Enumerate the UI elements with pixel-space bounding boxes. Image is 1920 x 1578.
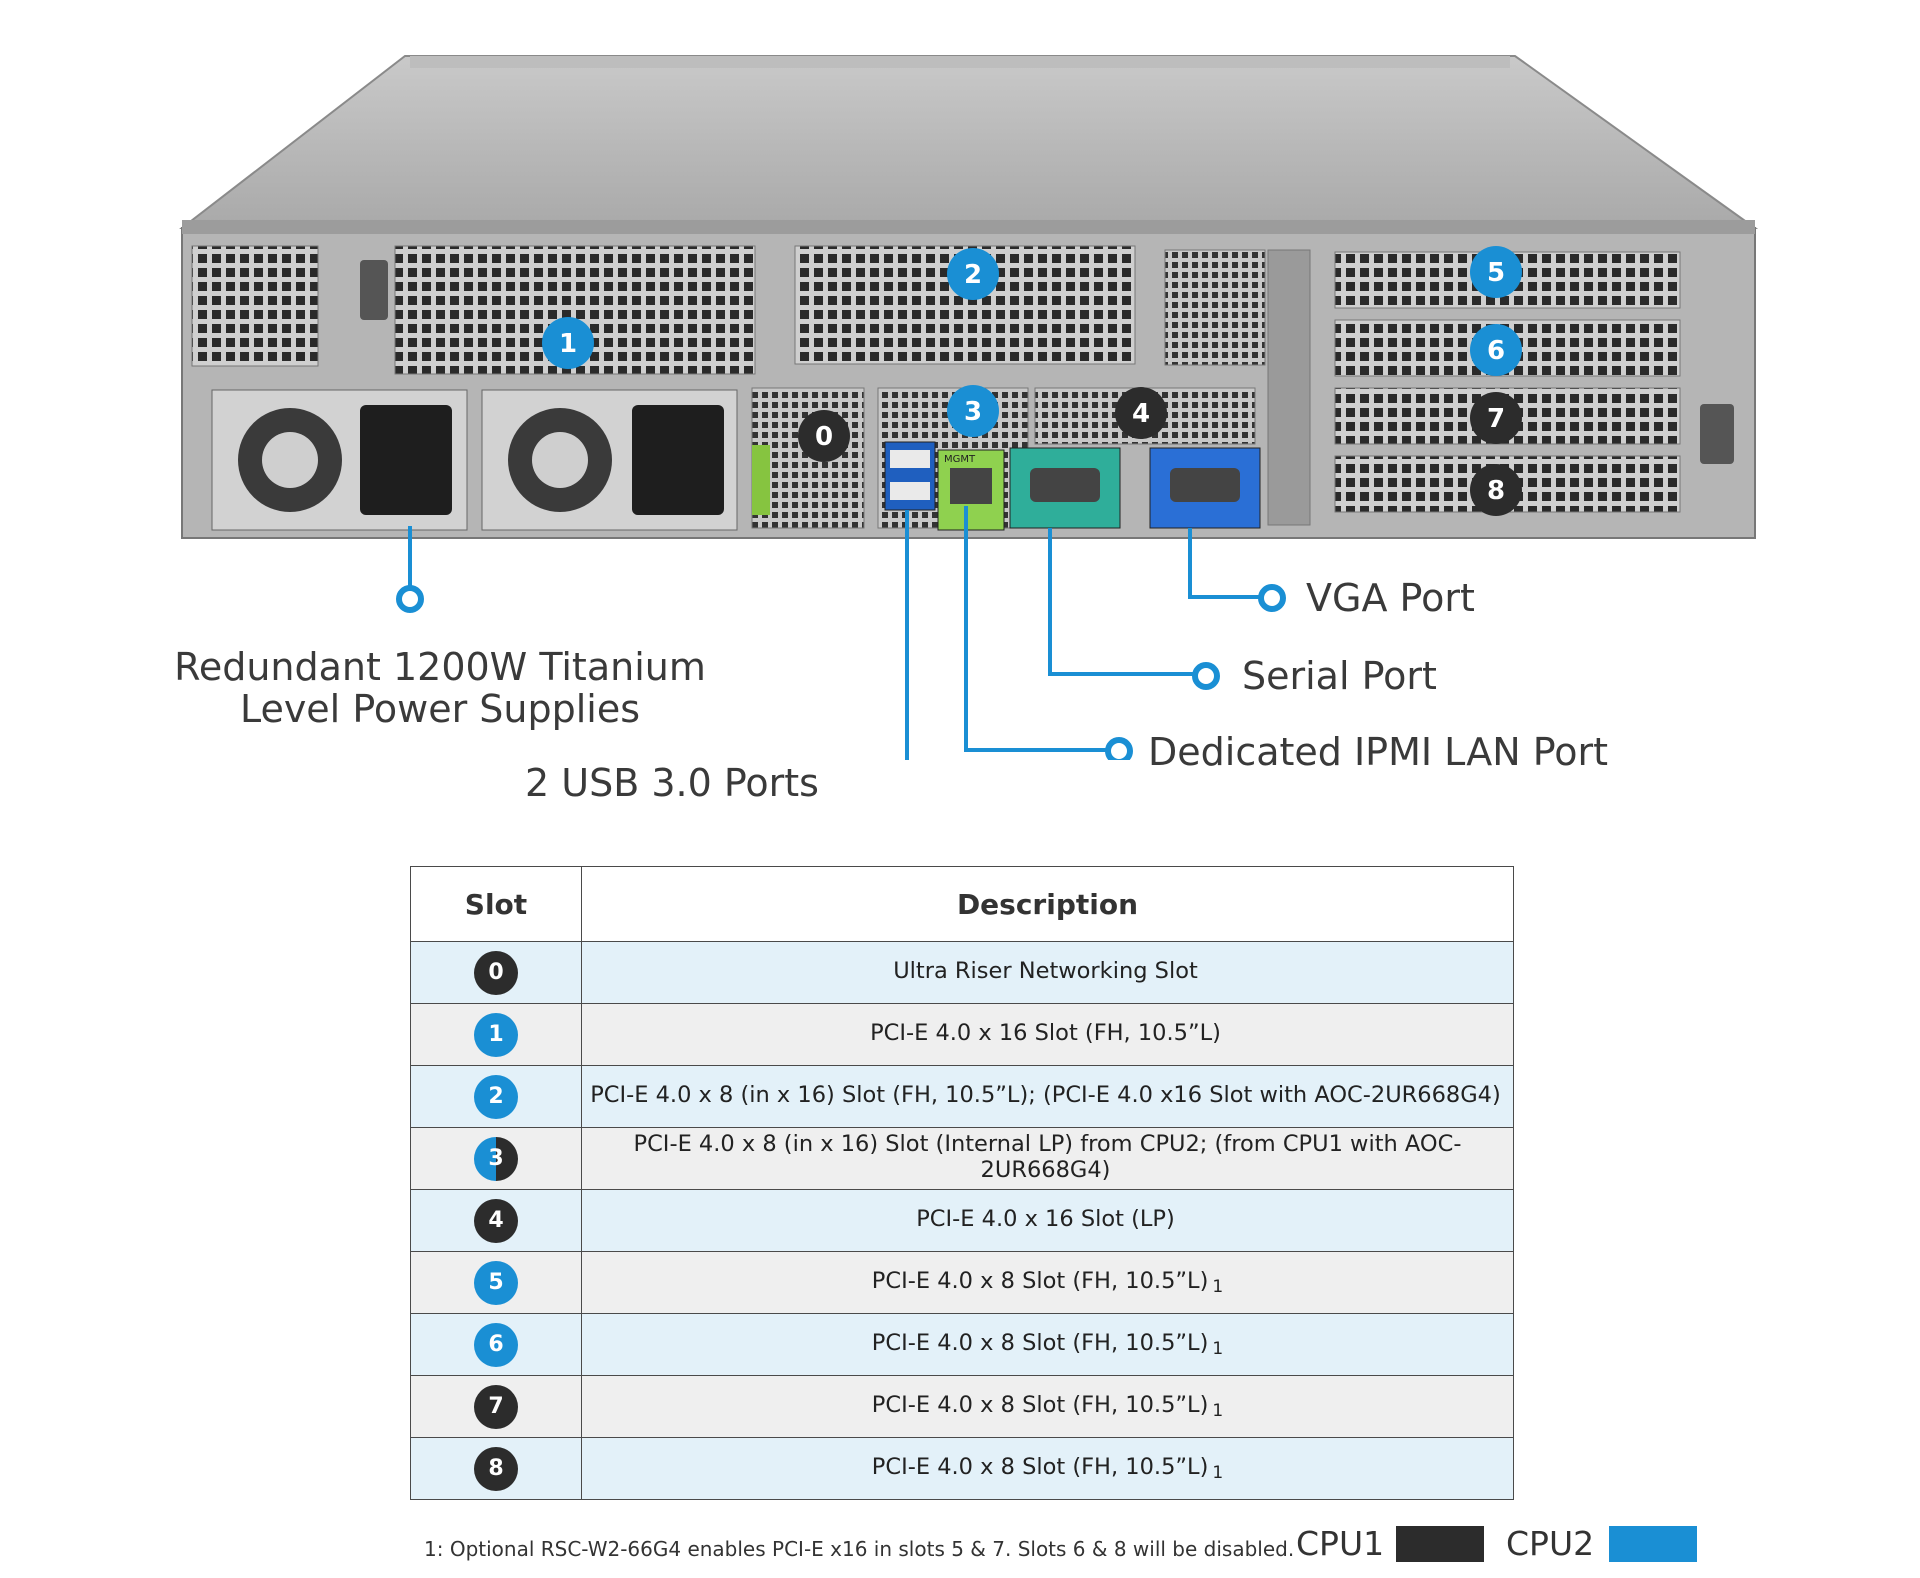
table-row: 7 PCI-E 4.0 x 8 Slot (FH, 10.5”L)1 [410,1375,1514,1438]
description-cell: PCI-E 4.0 x 8 Slot (FH, 10.5”L)1 [581,1375,1514,1438]
footnote-marker: 1 [1212,1463,1224,1483]
slot-cell: 0 [410,941,582,1004]
footnote-marker: 1 [1212,1401,1224,1421]
chassis-slot-marker [1470,464,1522,516]
chassis-slot-marker [542,317,594,369]
slot-cell: 6 [410,1313,582,1376]
chassis-slot-marker-label: 2 [964,260,982,290]
slot-description: PCI-E 4.0 x 8 Slot (FH, 10.5”L) [871,1392,1209,1418]
description-cell: PCI-E 4.0 x 8 (in x 16) Slot (FH, 10.5”L… [581,1065,1514,1128]
chassis-slot-marker [1115,387,1167,439]
slot-cell: 4 [410,1189,582,1252]
description-cell: PCI-E 4.0 x 8 Slot (FH, 10.5”L)1 [581,1437,1514,1500]
slot-badge: 7 [474,1384,518,1429]
chassis-top-cover [179,55,1759,229]
psu-callout-dot [396,585,424,613]
chassis-slot-marker [1470,392,1522,444]
slot-description: Ultra Riser Networking Slot [893,958,1198,984]
server-rear-illustration: MGMT 1 2 3 0 4 5 6 7 8 [179,55,1759,760]
footnote-marker: 1 [1212,1277,1224,1297]
slot-badge: 3 [474,1136,518,1181]
description-cell: PCI-E 4.0 x 16 Slot (LP) [581,1189,1514,1252]
slot-cell: 8 [410,1437,582,1500]
chassis-slot-marker [798,410,850,462]
description-cell: PCI-E 4.0 x 8 (in x 16) Slot (Internal L… [581,1127,1514,1190]
legend-cpu1-swatch [1396,1526,1484,1562]
table-row: 2 PCI-E 4.0 x 8 (in x 16) Slot (FH, 10.5”… [410,1065,1514,1128]
slot-description: PCI-E 4.0 x 8 (in x 16) Slot (FH, 10.5”L… [590,1082,1501,1108]
slot-cell: 2 [410,1065,582,1128]
slot-description: PCI-E 4.0 x 8 Slot (FH, 10.5”L) [871,1330,1209,1356]
chassis-slot-marker-label: 0 [815,422,833,452]
chassis-slot-marker-label: 3 [964,397,982,427]
slot-badge: 4 [474,1198,518,1243]
vga-callout-dot [1258,584,1286,612]
serial-callout-dot [1192,662,1220,690]
table-row: 4 PCI-E 4.0 x 16 Slot (LP) [410,1189,1514,1252]
table-row: 5 PCI-E 4.0 x 8 Slot (FH, 10.5”L)1 [410,1251,1514,1314]
psu-callout-label: Redundant 1200W Titanium Level Power Sup… [174,645,706,731]
chassis-slot-marker-label: 7 [1487,404,1505,434]
slot-cell: 5 [410,1251,582,1314]
chassis-slot-marker [1470,246,1522,298]
slot-description: PCI-E 4.0 x 16 Slot (FH, 10.5”L) [870,1020,1221,1046]
slot-cell: 3 [410,1127,582,1190]
slot-badge: 2 [474,1074,518,1119]
table-row: 1 PCI-E 4.0 x 16 Slot (FH, 10.5”L) [410,1003,1514,1066]
slot-description: PCI-E 4.0 x 8 (in x 16) Slot (Internal L… [633,1131,1462,1183]
slot-description: PCI-E 4.0 x 8 Slot (FH, 10.5”L) [871,1454,1209,1480]
description-cell: PCI-E 4.0 x 8 Slot (FH, 10.5”L)1 [581,1313,1514,1376]
legend-cpu1-label: CPU1 [1296,1524,1385,1563]
svg-text:MGMT: MGMT [944,454,976,465]
chassis-slot-marker [1470,324,1522,376]
description-column-header: Description [581,866,1514,942]
legend-cpu2-swatch [1609,1526,1697,1562]
description-cell: PCI-E 4.0 x 8 Slot (FH, 10.5”L)1 [581,1251,1514,1314]
slot-description-table: Slot Description 0 Ultra Riser Networking… [410,866,1514,1500]
footnote-marker: 1 [1212,1339,1224,1359]
slot-badge: 5 [474,1260,518,1305]
description-cell: Ultra Riser Networking Slot [581,941,1514,1004]
table-row: 0 Ultra Riser Networking Slot [410,941,1514,1004]
chassis-slot-marker-label: 4 [1132,399,1150,429]
slot-cell: 7 [410,1375,582,1438]
slot-description: PCI-E 4.0 x 16 Slot (LP) [916,1206,1175,1232]
serial-callout-label: Serial Port [1242,654,1437,698]
table-row: 8 PCI-E 4.0 x 8 Slot (FH, 10.5”L)1 [410,1437,1514,1500]
vga-callout-label: VGA Port [1306,576,1475,620]
slot-description: PCI-E 4.0 x 8 Slot (FH, 10.5”L) [871,1268,1209,1294]
description-cell: PCI-E 4.0 x 16 Slot (FH, 10.5”L) [581,1003,1514,1066]
usb-callout-label: 2 USB 3.0 Ports [525,761,819,805]
table-row: 6 PCI-E 4.0 x 8 Slot (FH, 10.5”L)1 [410,1313,1514,1376]
ipmi-callout-dot [1105,737,1133,760]
chassis-slot-marker-label: 5 [1487,258,1505,288]
slot-cell: 1 [410,1003,582,1066]
table-row: 3 PCI-E 4.0 x 8 (in x 16) Slot (Internal … [410,1127,1514,1190]
legend-cpu2-label: CPU2 [1506,1524,1595,1563]
slot-column-header: Slot [410,866,582,942]
slot-badge: 1 [474,1012,518,1057]
chassis-slot-marker [947,385,999,437]
slot-badge: 0 [474,950,518,995]
ipmi-callout-label: Dedicated IPMI LAN Port [1148,730,1609,774]
chassis-slot-marker [947,248,999,300]
chassis-slot-marker-label: 6 [1487,336,1505,366]
chassis-slot-marker-label: 1 [559,329,577,359]
slot-badge: 8 [474,1446,518,1491]
slot-badge: 6 [474,1322,518,1367]
footnote: 1: Optional RSC-W2-66G4 enables PCI-E x1… [424,1537,1295,1561]
chassis-slot-marker-label: 8 [1487,476,1505,506]
